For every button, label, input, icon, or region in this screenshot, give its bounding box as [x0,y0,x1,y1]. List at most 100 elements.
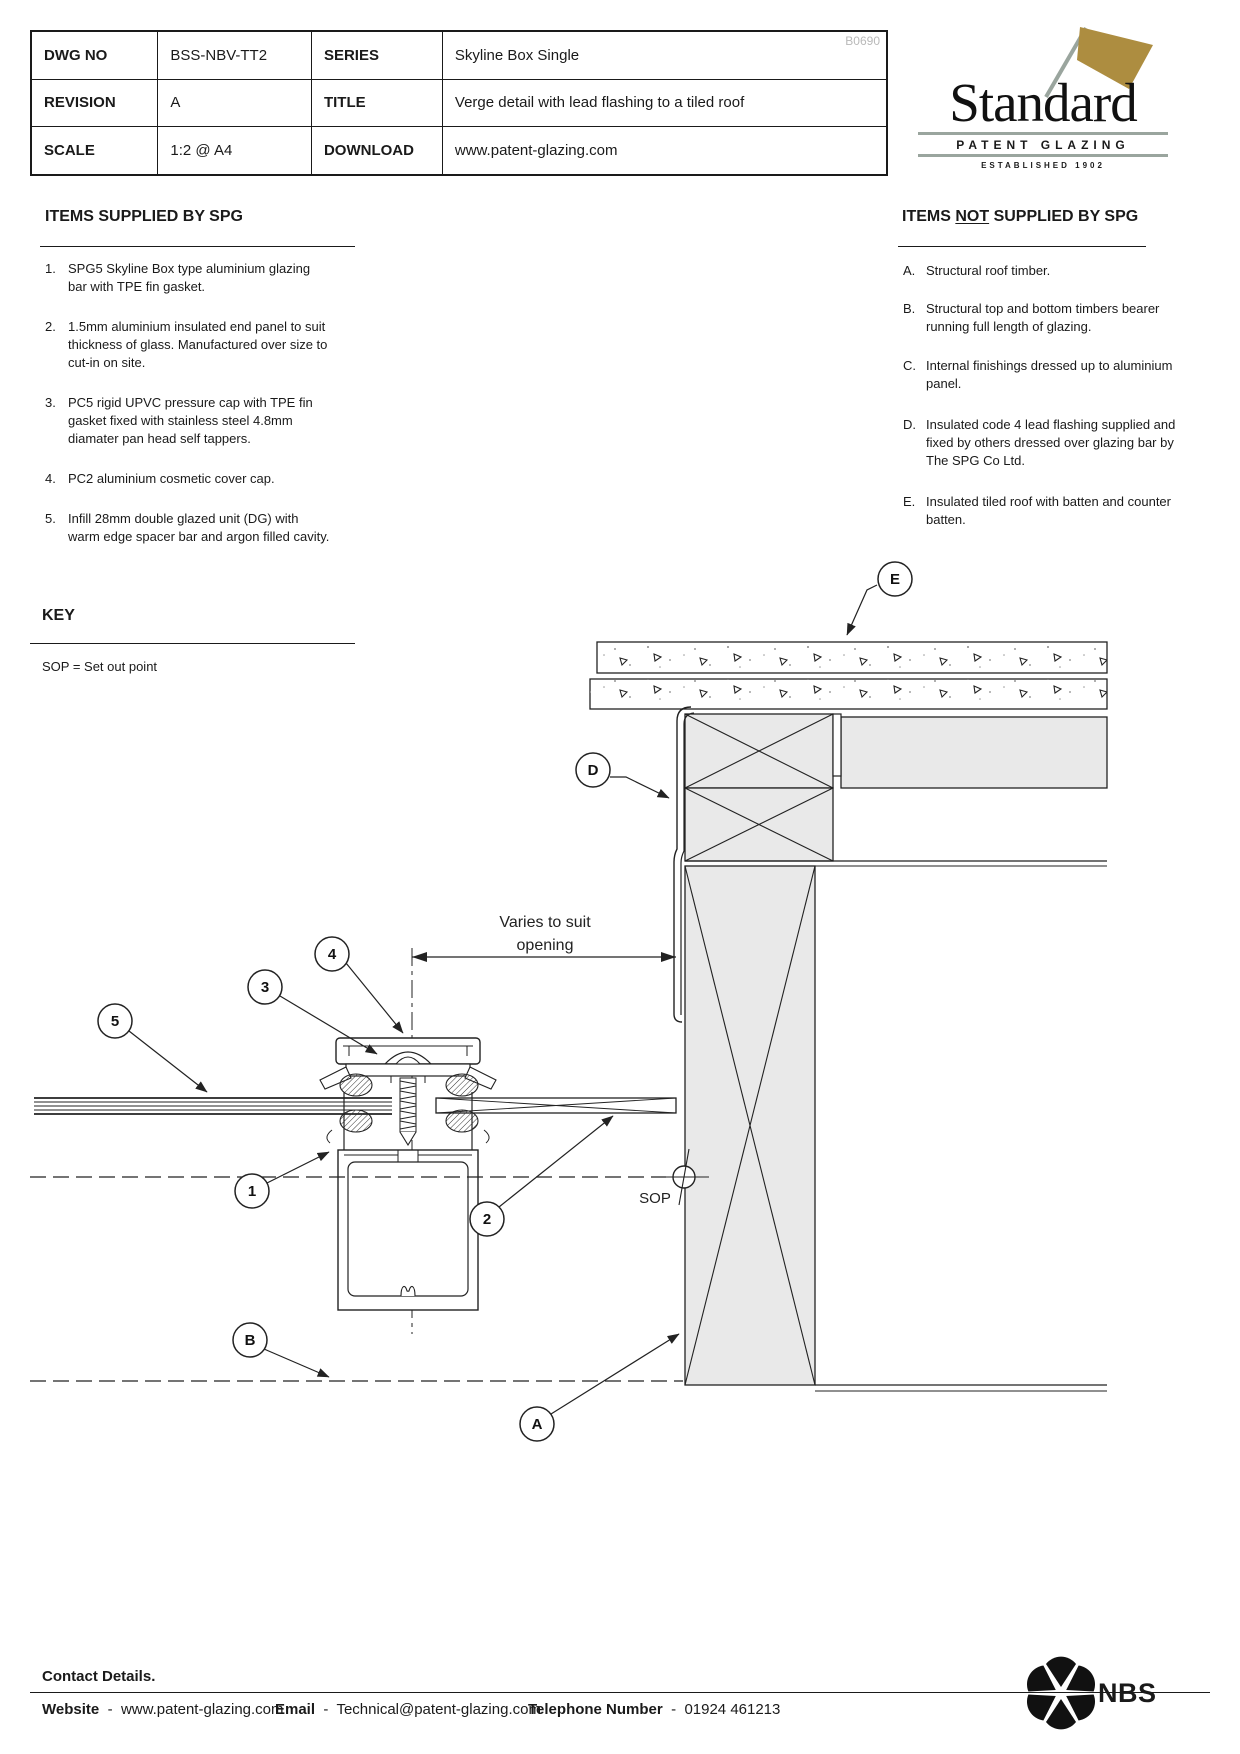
flag-icon [1044,26,1153,99]
scale-label: SCALE [30,126,159,176]
items-not-supplied-heading: ITEMS NOT SUPPLIED BY SPG [902,208,1138,226]
balloon-4: 4 [314,936,350,972]
list-item: C. Internal finishings dressed up to alu… [903,357,1193,393]
spg-logo: Standard PATENT GLAZING ESTABLISHED 1902 [918,72,1168,170]
item-number: 2. [45,319,56,334]
svg-text:2: 2 [483,1211,491,1228]
scale-value: 1:2 @ A4 [157,126,312,176]
list-item: 4. PC2 aluminium cosmetic cover cap. [45,470,360,488]
item-number: 4. [45,471,56,486]
list-item: 1. SPG5 Skyline Box type aluminium glazi… [45,260,360,296]
balloon-3: 3 [247,969,283,1005]
items-not-supplied-rule [898,246,1146,247]
dimension-label-line1: Varies to suit [499,914,591,931]
items-supplied-rule [40,246,355,247]
item-letter: A. [903,263,916,278]
balloon-d: D [575,752,611,788]
items-not-supplied-list: A. Structural roof timber. B. Structural… [903,262,1193,551]
footer-website: Website - www.patent-glazing.com [42,1701,284,1718]
double-glazed-unit [34,1097,392,1115]
phone-value: 01924 461213 [684,1701,781,1718]
download-label: DOWNLOAD [310,126,443,176]
dwg-no-label: DWG NO [30,30,159,80]
item-text: Structural roof timber. [926,263,1051,278]
key-rule [30,643,355,644]
sop-target-icon [659,1148,709,1206]
item-letter: C. [903,358,916,373]
list-item: E. Insulated tiled roof with batten and … [903,493,1193,529]
glazing-bar-assembly [34,1037,677,1311]
item-text: Insulated tiled roof with batten and cou… [926,494,1171,527]
phone-label: Telephone Number [528,1701,663,1718]
key-entry: SOP = Set out point [42,659,158,674]
heading-post: SUPPLIED BY SPG [989,208,1139,225]
aluminium-end-panel [435,1097,677,1114]
nbs-logo-text: NBS [1098,1678,1157,1708]
leader-lines [128,584,878,1415]
balloon-5: 5 [97,1003,133,1039]
heading-pre: ITEMS [902,208,956,225]
svg-text:1: 1 [248,1183,256,1200]
heading-not: NOT [955,208,990,225]
contact-details-heading: Contact Details. [42,1668,156,1685]
logo-established: ESTABLISHED 1902 [981,161,1105,170]
items-supplied-list: 1. SPG5 Skyline Box type aluminium glazi… [45,260,360,568]
item-text: Structural top and bottom timbers bearer… [926,301,1160,334]
watermark-code: B0690 [845,34,880,48]
website-label: Website [42,1701,100,1718]
item-text: SPG5 Skyline Box type aluminium glazing … [68,261,311,294]
tpe-gaskets [326,1073,490,1144]
footer-phone: Telephone Number - 01924 461213 [528,1701,780,1718]
tiled-roof-bands [589,641,1108,710]
email-value[interactable]: Technical@patent-glazing.com [336,1701,541,1718]
svg-text:4: 4 [328,946,337,963]
balloon-b: B [232,1322,268,1358]
item-letter: E. [903,494,916,509]
list-item: A. Structural roof timber. [903,262,1193,280]
lead-flashing [673,706,695,1023]
item-number: 5. [45,511,56,526]
key-heading: KEY [42,607,75,624]
balloon-2: 2 [469,1201,505,1237]
svg-text:5: 5 [111,1013,119,1030]
website-value[interactable]: www.patent-glazing.com [120,1701,284,1718]
svg-text:B: B [245,1332,256,1349]
dwg-no-value: BSS-NBV-TT2 [157,30,312,80]
footer-email: Email - Technical@patent-glazing.com [275,1701,541,1718]
footer-rule [30,1692,1210,1693]
item-text: PC2 aluminium cosmetic cover cap. [68,471,275,486]
list-item: 3. PC5 rigid UPVC pressure cap with TPE … [45,394,360,448]
items-supplied-heading: ITEMS SUPPLIED BY SPG [45,208,243,225]
item-text: PC5 rigid UPVC pressure cap with TPE fin… [68,395,313,446]
list-item: 5. Infill 28mm double glazed unit (DG) w… [45,510,360,546]
balloon-a: A [519,1406,555,1442]
series-value: Skyline Box Single [441,30,888,80]
logo-subtitle: PATENT GLAZING [918,132,1168,157]
structural-timbers [684,713,1108,1392]
drawing-title-block: DWG NO BSS-NBV-TT2 SERIES Skyline Box Si… [30,30,888,176]
email-label: Email [275,1701,316,1718]
separator: - [323,1701,329,1718]
revision-value: A [157,78,312,128]
title-label: TITLE [310,78,443,128]
separator: - [671,1701,677,1718]
list-item: 2. 1.5mm aluminium insulated end panel t… [45,318,360,372]
dimension-label-line2: opening [517,937,574,954]
logo-wordmark: Standard [949,72,1138,133]
item-text: Insulated code 4 lead flashing supplied … [926,417,1176,468]
setout-dashed-lines [30,1176,683,1382]
item-number: 3. [45,395,56,410]
item-text: Infill 28mm double glazed unit (DG) with… [68,511,330,544]
nbs-logo-icon [1026,1656,1096,1730]
series-label: SERIES [310,30,443,80]
balloon-1: 1 [234,1173,270,1209]
item-letter: D. [903,417,916,432]
balloon-e: E [877,561,913,597]
download-value[interactable]: www.patent-glazing.com [441,126,888,176]
revision-label: REVISION [30,78,159,128]
title-value: Verge detail with lead flashing to a til… [441,78,888,128]
list-item: B. Structural top and bottom timbers bea… [903,300,1193,336]
dimension-varies: Varies to suit opening [411,914,676,1334]
